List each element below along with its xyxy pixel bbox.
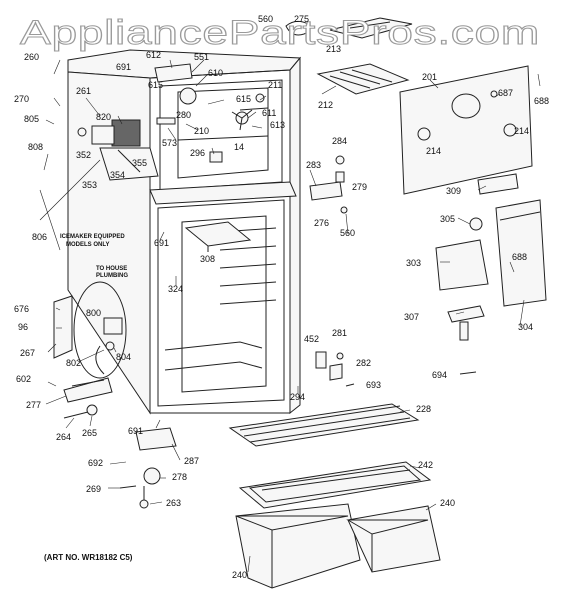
art-number: (ART NO. WR18182 C5)	[44, 553, 133, 562]
part-label: 201	[422, 72, 437, 82]
part-label: 560	[258, 14, 273, 24]
part-label: 688	[512, 252, 527, 262]
cabinet	[67, 49, 302, 415]
part-label: 280	[176, 110, 191, 120]
part-label: 354	[110, 170, 125, 180]
part-label: 309	[446, 186, 461, 196]
part-label: 282	[356, 358, 371, 368]
part-label: 304	[518, 322, 533, 332]
part-label: 260	[24, 52, 39, 62]
part-label: 214	[514, 126, 529, 136]
part-label: 805	[24, 114, 39, 124]
part-label: 278	[172, 472, 187, 482]
part-label: 613	[270, 120, 285, 130]
icemaker-note-line1: ICEMAKER EQUIPPED	[60, 234, 125, 240]
part-label: 615	[148, 80, 163, 90]
part-label: 688	[534, 96, 549, 106]
part-label: 676	[14, 304, 29, 314]
fan-assembly	[154, 63, 265, 163]
part-label: 806	[32, 232, 47, 242]
part-label: 560	[340, 228, 355, 238]
part-label: 694	[432, 370, 447, 380]
part-label: 612	[146, 50, 161, 60]
leader-lines	[39, 59, 541, 573]
part-label: 279	[352, 182, 367, 192]
part-label: 267	[20, 348, 35, 358]
part-label: 261	[76, 86, 91, 96]
part-label: 355	[132, 158, 147, 168]
control-housing	[435, 199, 547, 341]
watermark: AppliancePartsPros.com	[20, 14, 540, 52]
part-labels: 560 275 213 260 612 551 691 615 610 201 …	[14, 14, 549, 580]
part-label: 693	[366, 380, 381, 390]
part-label: 802	[66, 358, 81, 368]
part-label: 277	[26, 400, 41, 410]
wire-shelf-228	[228, 403, 420, 447]
plumbing-note-line1: TO HOUSE	[96, 266, 127, 272]
part-label: 240	[232, 570, 247, 580]
bracket-267	[53, 295, 73, 359]
part-label: 610	[208, 68, 223, 78]
crisper-drawers-240	[235, 503, 441, 589]
part-label: 294	[290, 392, 305, 402]
plumbing-note-line2: PLUMBING	[96, 273, 128, 279]
part-label: 808	[28, 142, 43, 152]
icemaker-assembly	[77, 119, 159, 181]
cover-213	[329, 17, 413, 39]
part-label: 287	[184, 456, 199, 466]
part-label: 324	[168, 284, 183, 294]
part-label: 611	[262, 108, 276, 118]
part-label: 687	[498, 88, 513, 98]
part-label: 269	[86, 484, 101, 494]
part-label: 275	[294, 14, 309, 24]
part-label: 242	[418, 460, 433, 470]
part-label: 96	[18, 322, 28, 332]
part-label: 284	[332, 136, 347, 146]
part-label: 691	[154, 238, 169, 248]
evaporator-cover-201	[399, 65, 533, 195]
part-label: 452	[304, 334, 319, 344]
part-label: 212	[318, 100, 333, 110]
part-label: 281	[332, 328, 347, 338]
part-label: 352	[76, 150, 91, 160]
part-label: 308	[200, 254, 215, 264]
part-label: 263	[166, 498, 181, 508]
part-label: 228	[416, 404, 431, 414]
water-valve-assembly	[73, 281, 127, 379]
part-label: 14	[234, 142, 244, 152]
part-label: 270	[14, 94, 29, 104]
part-label: 804	[116, 352, 131, 362]
part-label: 303	[406, 258, 421, 268]
part-label: 240	[440, 498, 455, 508]
part-label: 265	[82, 428, 97, 438]
icemaker-note-line2: MODELS ONLY	[66, 242, 109, 248]
part-label: 602	[16, 374, 31, 384]
freezer-shelf-308	[184, 221, 252, 247]
part-label: 353	[82, 180, 97, 190]
part-label: 296	[190, 148, 205, 158]
part-label: 283	[306, 160, 321, 170]
part-label: 276	[314, 218, 329, 228]
part-label: 692	[88, 458, 103, 468]
part-label: 691	[128, 426, 143, 436]
part-label: 211	[268, 80, 282, 90]
bracket-277	[63, 377, 113, 403]
glass-shelf-242	[238, 461, 432, 509]
part-label: 820	[96, 112, 111, 122]
part-label: 551	[194, 52, 209, 62]
part-label: 213	[326, 44, 341, 54]
part-label: 214	[426, 146, 441, 156]
part-label: 800	[86, 308, 101, 318]
part-label: 264	[56, 432, 71, 442]
part-label: 305	[440, 214, 455, 224]
part-label: 615	[236, 94, 251, 104]
part-label: 307	[404, 312, 419, 322]
part-label: 210	[194, 126, 209, 136]
part-label: 573	[162, 138, 177, 148]
part-label: 691	[116, 62, 131, 72]
